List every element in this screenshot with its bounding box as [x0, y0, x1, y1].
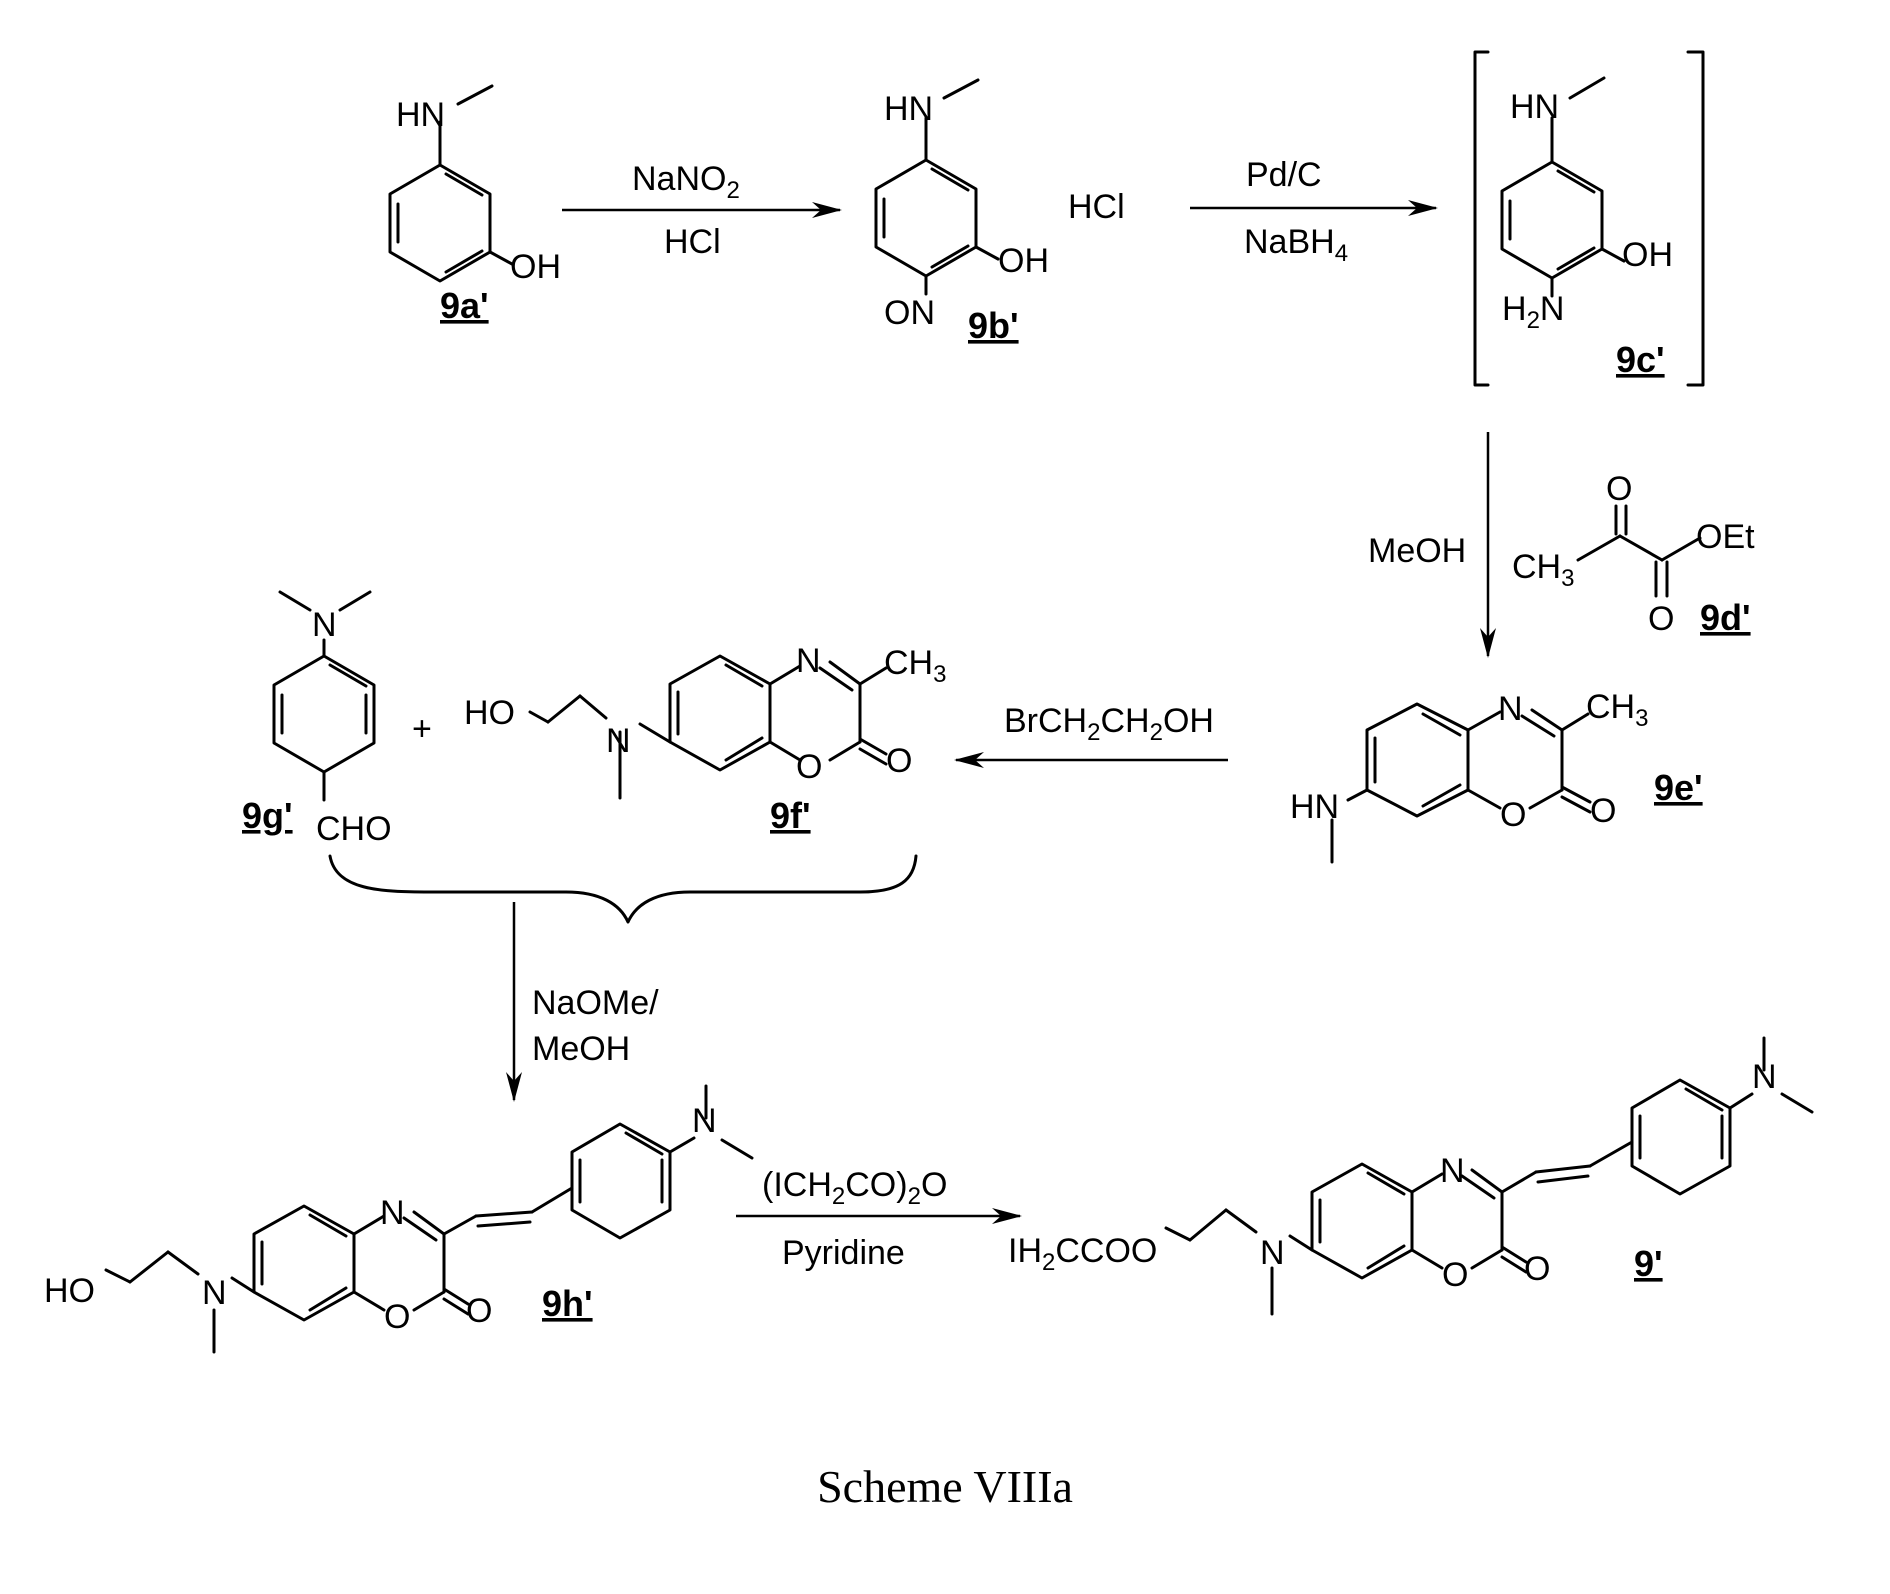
atom-o: O	[1524, 1250, 1550, 1288]
atom-o: O	[796, 748, 822, 786]
reagent-nano2: NaNO2	[632, 160, 740, 204]
atom-o: O	[1442, 1256, 1468, 1294]
atom-hn: HN	[1510, 88, 1559, 126]
atom-on: ON	[884, 294, 935, 332]
compound-label-9e: 9e'	[1654, 767, 1703, 808]
atom-o: O	[1590, 792, 1616, 830]
reagent-pd-c: Pd/C	[1246, 156, 1322, 194]
reagent-nabh4: NaBH4	[1244, 223, 1348, 267]
atom-oh: OH	[998, 242, 1049, 280]
atom-n: N	[1752, 1058, 1777, 1096]
atom-n: N	[1498, 690, 1523, 728]
atom-n: N	[312, 606, 337, 644]
plus-sign: +	[412, 710, 432, 748]
atom-n: N	[606, 722, 631, 760]
atom-hn: HN	[884, 90, 933, 128]
reagent-pyridine: Pyridine	[782, 1234, 905, 1272]
atom-o: O	[466, 1292, 492, 1330]
compound-9e: N CH3 O O HN 9e'	[1290, 688, 1703, 862]
atom-o: O	[384, 1298, 410, 1336]
atom-ch3: CH3	[884, 644, 946, 688]
atom-ch3: CH3	[1512, 548, 1574, 592]
atom-n: N	[1440, 1152, 1465, 1190]
compound-label-9h: 9h'	[542, 1283, 593, 1324]
hcl-salt: HCl	[1068, 188, 1125, 226]
atom-hn: HN	[1290, 788, 1339, 826]
atom-o: O	[1648, 600, 1674, 638]
atom-oh: OH	[1622, 236, 1673, 274]
atom-n: N	[202, 1274, 227, 1312]
compound-9: N O O N N IH2CCOO 9'	[1008, 1038, 1812, 1314]
atom-n: N	[1260, 1234, 1285, 1272]
solvent-meoh: MeOH	[1368, 532, 1466, 570]
compound-9d: O OEt O CH3 9d'	[1512, 470, 1755, 638]
compound-9f: N CH3 O O N HO 9f'	[464, 642, 946, 836]
compound-label-9d: 9d'	[1700, 597, 1751, 638]
compound-label-9g: 9g'	[242, 795, 293, 836]
atom-oet: OEt	[1696, 518, 1755, 556]
atom-iodoacetate: IH2CCOO	[1008, 1232, 1157, 1276]
compound-9h: N O O N N HO 9h'	[44, 1086, 752, 1352]
atom-ch3: CH3	[1586, 688, 1648, 732]
atom-n: N	[796, 642, 821, 680]
reagent-iodoacetic-anhydride: (ICH2CO)2O	[762, 1166, 947, 1210]
scheme-title: Scheme VIIIa	[0, 1460, 1890, 1513]
atom-hn: HN	[396, 96, 445, 134]
compound-9a: HN OH 9a'	[390, 86, 561, 326]
atom-ho: HO	[464, 694, 515, 732]
compound-label-9b: 9b'	[968, 305, 1019, 346]
atom-o: O	[886, 742, 912, 780]
reagent-naome: NaOMe/	[532, 984, 659, 1022]
atom-o: O	[1500, 796, 1526, 834]
atom-o: O	[1606, 470, 1632, 508]
compound-label-9a: 9a'	[440, 285, 489, 326]
combine-brace	[330, 856, 916, 922]
atom-cho: CHO	[316, 810, 392, 848]
atom-h2n: H2N	[1502, 290, 1564, 334]
atom-n: N	[380, 1194, 405, 1232]
reagent-hcl: HCl	[664, 223, 721, 261]
compound-label-9f: 9f'	[770, 795, 811, 836]
atom-oh: OH	[510, 248, 561, 286]
compound-label-9: 9'	[1634, 1243, 1663, 1284]
compound-9c: HN OH H2N 9c'	[1475, 52, 1703, 385]
compound-label-9c: 9c'	[1616, 339, 1665, 380]
reagent-bromoethanol: BrCH2CH2OH	[1004, 702, 1214, 746]
atom-n: N	[692, 1102, 717, 1140]
atom-ho: HO	[44, 1272, 95, 1310]
reagent-meoh: MeOH	[532, 1030, 630, 1068]
compound-9b: HN OH ON 9b'	[876, 80, 1049, 346]
compound-9g: N CHO 9g'	[242, 592, 392, 848]
